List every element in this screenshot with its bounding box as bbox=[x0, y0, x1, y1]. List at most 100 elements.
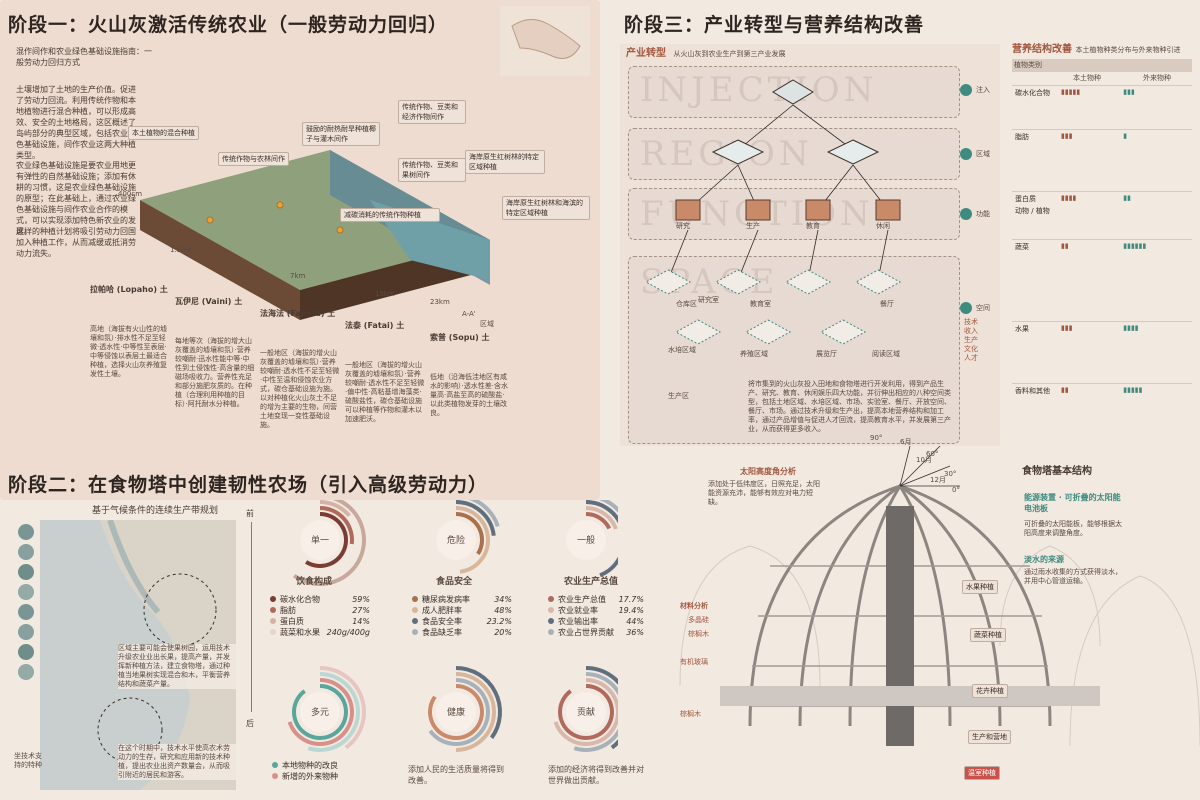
subheader: 动物 / 植物 bbox=[1015, 207, 1050, 215]
ring-diverse-arc bbox=[307, 672, 360, 752]
ring-gdp-arc bbox=[585, 500, 618, 578]
space-legend-item: 文化 bbox=[964, 345, 978, 353]
ring-charts: 单一危险一般多元健康贡献 bbox=[287, 500, 618, 752]
legend-dot bbox=[412, 618, 418, 624]
soil-4: 索普 (Sopu) 土 低地（沿海低洼地区有咸水的影响）·透水性差·含水量高·高… bbox=[430, 332, 508, 418]
ring-safety-center bbox=[436, 520, 476, 560]
category-cell: 脂肪 bbox=[1012, 129, 1058, 192]
native-cell: ▮▮▮▮▮ bbox=[1058, 85, 1121, 130]
tower-title: 食物塔基本结构 bbox=[1022, 466, 1092, 477]
legend-label: 本地物种的改良 bbox=[282, 761, 338, 770]
legend-dot bbox=[548, 629, 554, 635]
foreign-cell: ▮▮▮▮▮ bbox=[1120, 383, 1192, 428]
nav-0[interactable]: 注入 bbox=[960, 84, 990, 96]
legend-label: 蔬菜和水果 bbox=[280, 628, 320, 637]
ring-health-arc bbox=[428, 678, 490, 746]
water-title: 淡水的来源 bbox=[1024, 555, 1064, 564]
foreign-cell: ▮ bbox=[1120, 129, 1192, 192]
space-0: 研究室 bbox=[698, 296, 719, 304]
nav-2[interactable]: 功能 bbox=[960, 208, 990, 220]
sun-angle-3: 0° bbox=[952, 486, 960, 494]
map-title: 基于气候条件的连续生产带规划 bbox=[92, 506, 219, 516]
ring-diverse-center bbox=[300, 692, 340, 732]
ring-title-0: 饮食构成 bbox=[296, 577, 333, 587]
category-cell: 碳水化合物 bbox=[1012, 85, 1058, 130]
climate-icon bbox=[18, 604, 34, 620]
network-diagram bbox=[644, 79, 902, 345]
band-region bbox=[628, 128, 960, 180]
nav-label: 区域 bbox=[976, 149, 990, 158]
soil-1: 瓦伊尼 (Vaini) 土 每地等次（海拔的增大山灰覆盖的墟壤和氛）·营养较嘲耐… bbox=[175, 296, 255, 409]
ring-diet-arc bbox=[293, 500, 366, 586]
legend-dot bbox=[270, 629, 276, 635]
nav-1[interactable]: 区域 bbox=[960, 148, 990, 160]
space-3: 餐厅 bbox=[880, 300, 894, 308]
sun-month-1: 10月 bbox=[916, 456, 932, 464]
legend-dot bbox=[412, 629, 418, 635]
climate-icon bbox=[18, 664, 34, 680]
function-1: 生产 bbox=[746, 222, 760, 230]
climate-icon bbox=[18, 584, 34, 600]
ring-diet-arc bbox=[319, 506, 354, 545]
plant-class-header: 植物类别 bbox=[1012, 59, 1192, 72]
scale-label-2: 15km bbox=[375, 290, 395, 298]
soil-list: 拉帕哈 (Lopaho) 土 高地（海拔有火山性的墟壤和氛）·排水性不足至轻微·… bbox=[90, 284, 510, 464]
legend-label: 新增的外来物种 bbox=[282, 772, 338, 781]
legend-dot bbox=[548, 618, 554, 624]
stage3-subtitle-text: 产业转型 bbox=[626, 48, 666, 59]
ring-health-arc bbox=[455, 666, 502, 739]
ring-diverse-arc bbox=[287, 678, 354, 746]
native-cell: ▮▮▮▮ bbox=[1058, 191, 1121, 240]
ring-diet-arc bbox=[319, 500, 351, 518]
side-note: 坐技术支持的特种 bbox=[14, 752, 42, 769]
legend-dot bbox=[548, 607, 554, 613]
soil-desc: 低地（沿海低洼地区有咸水的影响）·透水性差·含水量高·高盐至高的硫酸盐·以此类植… bbox=[430, 373, 508, 417]
animals-label: 动物 bbox=[1015, 207, 1029, 215]
category-label: 蛋白质 bbox=[1015, 195, 1036, 203]
soil-2: 法海法 (Fahefa) 土 一般地区（海拔的增火山灰覆盖的墟壤和氛）·营养较嘲… bbox=[260, 308, 340, 430]
legend-label: 成人肥胖率 bbox=[422, 606, 462, 615]
soil-name: 法海法 (Fahefa) 土 bbox=[260, 309, 336, 318]
function-0: 研究 bbox=[676, 222, 690, 230]
nav-3[interactable]: 空间 bbox=[960, 302, 990, 314]
legend-label: 糖尿病发病率 bbox=[422, 595, 470, 604]
species-header: 本土物种 外来物种 bbox=[1012, 72, 1192, 85]
space-7: 阅读区域 bbox=[872, 350, 900, 358]
soil-name: 瓦伊尼 (Vaini) 土 bbox=[175, 297, 243, 306]
stage1-subtitle: 混作间作和农业绿色基础设施指南：一般劳动力回归方式 bbox=[16, 47, 152, 67]
space-legend-item: 生产 bbox=[964, 336, 978, 344]
native-cell: ▮▮▮ bbox=[1058, 321, 1121, 384]
ring-diet-label: 单一 bbox=[311, 534, 329, 546]
climate-icon bbox=[18, 564, 34, 580]
map-note-1: 区域主要可能会使果树园，运用技术升级农业业出长果，提高产量，并发挥新种植方法，建… bbox=[118, 644, 236, 689]
soil-desc: 每地等次（海拔的增大山灰覆盖的墟壤和氛）·营养较嘲耐·迅水性能中等·中性到土侵蚀… bbox=[175, 337, 255, 408]
ring-gdp-label: 一般 bbox=[577, 534, 595, 546]
stage3-subtitle-note: 从火山灰到农业生产到第三产业发展 bbox=[673, 50, 786, 58]
stage1-para2: 农业绿色基础设施是要农业用地更有弹性的自然基础设施；添加有休耕的习惯，这是农业绿… bbox=[16, 161, 136, 236]
bubble-3: 传统作物、豆类和经济作物间作 bbox=[398, 100, 466, 124]
region-icon bbox=[960, 148, 972, 160]
space-legend: 技术 收入 生产 文化 人才 bbox=[964, 318, 978, 363]
legend-dot bbox=[270, 618, 276, 624]
material-2: 有机玻璃 bbox=[680, 658, 708, 666]
solar-title: 能源装置 · 可折叠的太阳能电池板 bbox=[1024, 493, 1121, 513]
before-label: 前 bbox=[246, 509, 254, 518]
foreign-cell: ▮▮▮ bbox=[1120, 85, 1192, 130]
food-tower-drawing bbox=[679, 446, 1200, 747]
legend-dot bbox=[270, 596, 276, 602]
space-icon bbox=[960, 302, 972, 314]
legend-row: 新增的外来物种 bbox=[272, 771, 382, 782]
plants-label: 植物 bbox=[1035, 207, 1050, 215]
space-2: 教育室 bbox=[750, 300, 771, 308]
after-label: 后 bbox=[246, 719, 254, 728]
table-row: 蔬菜▮▮▮▮▮▮▮▮ bbox=[1012, 239, 1192, 322]
scale-label-0: 1.5km bbox=[170, 246, 193, 254]
legend-label: 农业占世界贡献 bbox=[558, 628, 614, 637]
climate-icon bbox=[18, 644, 34, 660]
